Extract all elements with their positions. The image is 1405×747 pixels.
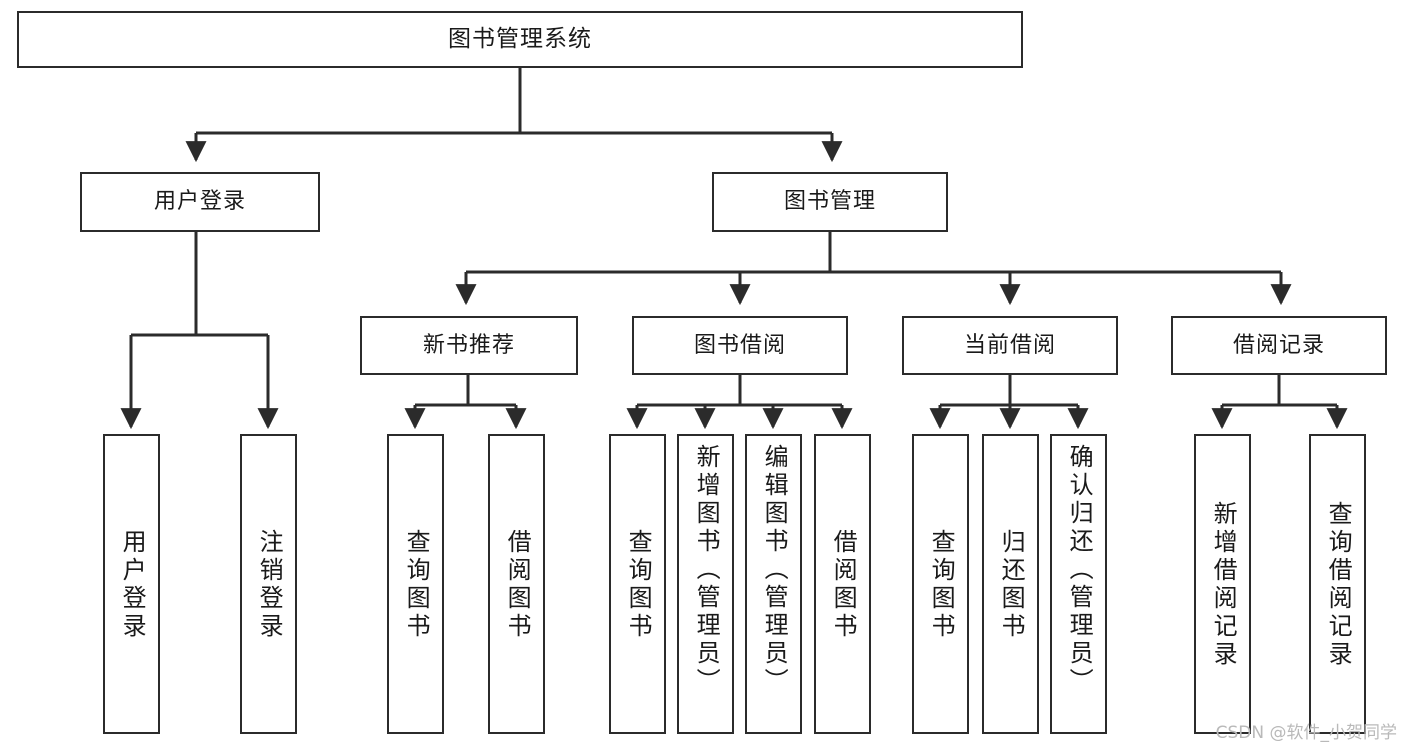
node-label: 编辑图书（管理员） (760, 444, 789, 696)
node-current-borrowing[interactable]: 当前借阅 (902, 316, 1118, 375)
node-borrowing-records[interactable]: 借阅记录 (1171, 316, 1387, 375)
node-book-borrowing[interactable]: 图书借阅 (632, 316, 848, 375)
node-root-system[interactable]: 图书管理系统 (17, 11, 1023, 68)
node-label: 查询借阅记录 (1324, 501, 1353, 669)
csdn-watermark: CSDN @软件_小贺同学 (1215, 723, 1397, 743)
node-label: 图书借阅 (693, 332, 786, 358)
node-label: 查询图书 (624, 529, 653, 641)
leaf-new-book-query[interactable]: 查询图书 (387, 434, 444, 734)
node-book-management[interactable]: 图书管理 (712, 172, 948, 232)
leaf-borrow-borrow-book[interactable]: 借阅图书 (814, 434, 871, 734)
node-label: 借阅记录 (1232, 332, 1325, 358)
node-label: 借阅图书 (829, 529, 858, 641)
node-label: 新增借阅记录 (1209, 501, 1238, 669)
leaf-new-book-borrow[interactable]: 借阅图书 (488, 434, 545, 734)
node-label: 注销登录 (255, 529, 284, 641)
node-label: 用户登录 (153, 189, 246, 215)
node-user-login[interactable]: 用户登录 (80, 172, 320, 232)
leaf-user-login-login[interactable]: 用户登录 (103, 434, 160, 734)
node-label: 查询图书 (927, 529, 956, 641)
leaf-current-return-book[interactable]: 归还图书 (982, 434, 1039, 734)
leaf-record-query-record[interactable]: 查询借阅记录 (1309, 434, 1366, 734)
leaf-user-login-logout[interactable]: 注销登录 (240, 434, 297, 734)
leaf-borrow-query-book[interactable]: 查询图书 (609, 434, 666, 734)
node-label: 当前借阅 (963, 332, 1056, 358)
node-label: 用户登录 (118, 529, 147, 641)
node-label: 归还图书 (997, 529, 1026, 641)
leaf-borrow-add-book-admin[interactable]: 新增图书（管理员） (677, 434, 734, 734)
leaf-record-add-record[interactable]: 新增借阅记录 (1194, 434, 1251, 734)
node-label: 图书管理 (783, 189, 876, 215)
node-label: 借阅图书 (503, 529, 532, 641)
node-new-book-recommendation[interactable]: 新书推荐 (360, 316, 578, 375)
leaf-borrow-edit-book-admin[interactable]: 编辑图书（管理员） (745, 434, 802, 734)
node-label: 图书管理系统 (448, 26, 592, 53)
node-label: 新书推荐 (422, 332, 515, 358)
leaf-current-query-book[interactable]: 查询图书 (912, 434, 969, 734)
node-label: 确认归还（管理员） (1065, 444, 1094, 696)
leaf-current-confirm-return-admin[interactable]: 确认归还（管理员） (1050, 434, 1107, 734)
node-label: 新增图书（管理员） (692, 444, 721, 696)
node-label: 查询图书 (402, 529, 431, 641)
